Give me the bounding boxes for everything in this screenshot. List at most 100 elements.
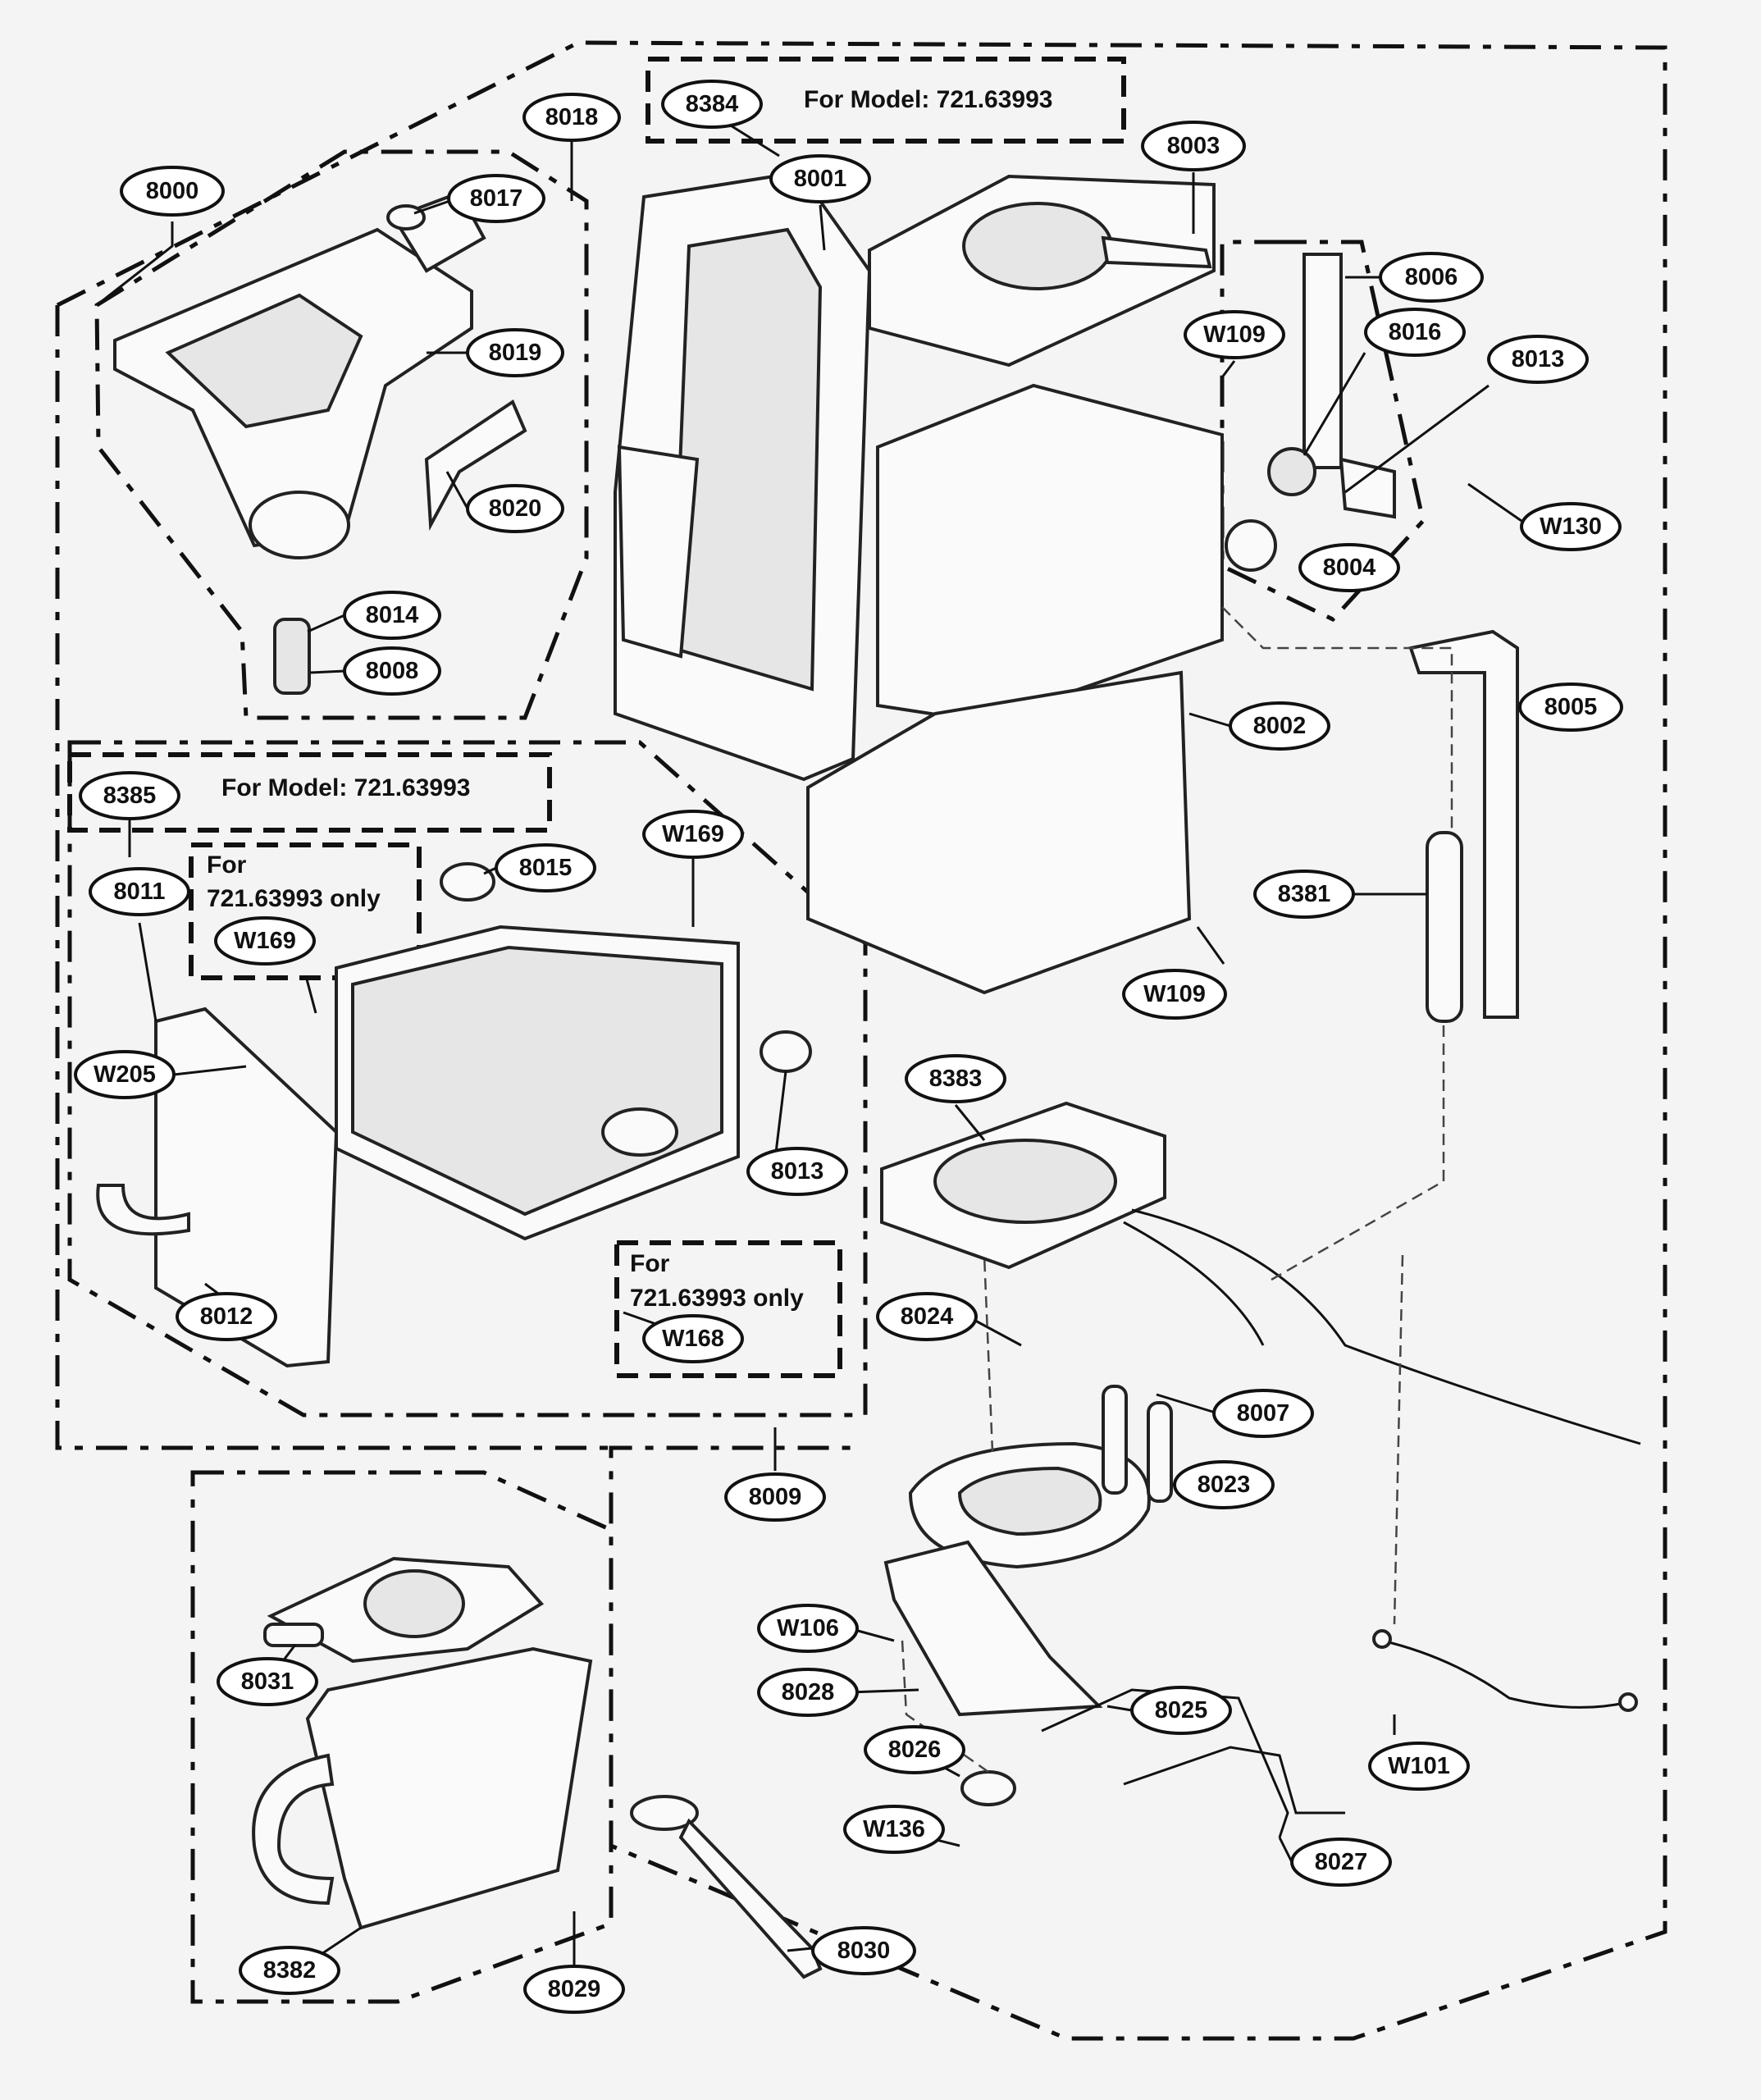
callout-8018: 8018 [522, 93, 621, 142]
svg-text:8382: 8382 [263, 1957, 317, 1984]
callout-8007: 8007 [1212, 1389, 1314, 1438]
svg-text:8019: 8019 [489, 340, 542, 366]
left-boundary [55, 305, 611, 1450]
callout-W205: W205 [74, 1050, 176, 1099]
callout-8002: 8002 [1229, 701, 1330, 751]
svg-text:8024: 8024 [901, 1303, 954, 1330]
svg-text:W130: W130 [1540, 514, 1602, 540]
model-note-box-left [67, 752, 552, 833]
svg-text:8016: 8016 [1389, 319, 1442, 345]
callout-8015: 8015 [495, 843, 596, 892]
svg-text:8013: 8013 [771, 1158, 824, 1185]
callout-8030: 8030 [811, 1926, 916, 1975]
svg-text:W169: W169 [662, 821, 724, 847]
callout-8000: 8000 [120, 166, 225, 217]
callout-8001: 8001 [769, 154, 871, 203]
callout-8008: 8008 [343, 646, 441, 696]
measuring-scoop-drawing [630, 1795, 823, 1979]
switch-bracket-drawing [1225, 253, 1396, 572]
callout-8005: 8005 [1518, 682, 1623, 732]
callout-8384: 8384 [661, 80, 763, 129]
callout-W101: W101 [1368, 1742, 1470, 1791]
callout-8009: 8009 [724, 1472, 826, 1522]
svg-text:8381: 8381 [1278, 881, 1331, 907]
carafe-drawing [252, 1646, 593, 1930]
svg-text:8008: 8008 [366, 658, 419, 684]
svg-text:W101: W101 [1388, 1753, 1450, 1779]
housing-side-panel-drawing [614, 170, 872, 782]
only-note-b-line2: 721.63993 only [630, 1285, 804, 1312]
svg-text:W169: W169 [234, 928, 296, 954]
carafe-boundary [190, 1470, 614, 2004]
heater-bracket-drawing [883, 1540, 1103, 1717]
callout-8025: 8025 [1130, 1686, 1232, 1735]
callout-W136: W136 [843, 1805, 945, 1854]
callout-8031: 8031 [217, 1657, 318, 1706]
svg-text:8025: 8025 [1155, 1697, 1208, 1723]
callout-8017: 8017 [447, 174, 545, 223]
svg-text:8023: 8023 [1198, 1472, 1251, 1498]
svg-text:8006: 8006 [1405, 264, 1458, 290]
svg-text:8007: 8007 [1237, 1400, 1290, 1427]
svg-text:8020: 8020 [489, 495, 542, 522]
only-note-b-line1: For [630, 1250, 670, 1277]
thermostat-drawing [960, 1770, 1016, 1806]
callout-8014: 8014 [343, 591, 441, 640]
svg-text:8026: 8026 [888, 1737, 942, 1763]
callout-8013-top: 8013 [1487, 335, 1589, 384]
svg-text:8003: 8003 [1167, 133, 1220, 159]
svg-text:8001: 8001 [794, 166, 847, 192]
housing-top-cover-drawing [868, 174, 1216, 368]
svg-text:8015: 8015 [519, 855, 573, 881]
reservoir-valve-drawing [760, 1030, 812, 1073]
callout-8019: 8019 [466, 328, 564, 377]
svg-text:8017: 8017 [470, 185, 523, 212]
svg-text:W109: W109 [1203, 322, 1266, 348]
filter-lever-drawing [424, 399, 527, 532]
heating-element-drawing [908, 1385, 1173, 1569]
callout-8020: 8020 [466, 484, 564, 533]
reservoir-boundary [67, 740, 868, 1418]
model-note-left: For Model: 721.63993 [221, 774, 470, 801]
callout-8028: 8028 [757, 1668, 859, 1717]
callout-bubbles: 8000 8018 8017 8019 8020 8014 8008 8384 … [74, 80, 1623, 2014]
warming-plate-drawing [880, 1101, 1166, 1270]
svg-text:8009: 8009 [749, 1484, 802, 1510]
svg-text:8012: 8012 [200, 1303, 253, 1330]
svg-text:8018: 8018 [545, 104, 599, 130]
callout-8006: 8006 [1379, 252, 1484, 303]
model-note-box-top [646, 57, 1126, 144]
callout-W106: W106 [757, 1604, 859, 1653]
svg-text:8028: 8028 [782, 1679, 835, 1705]
svg-text:8030: 8030 [837, 1938, 891, 1964]
svg-text:8027: 8027 [1315, 1849, 1368, 1875]
callout-8026: 8026 [864, 1725, 965, 1774]
callout-8381: 8381 [1253, 870, 1355, 919]
callout-8029: 8029 [523, 1965, 625, 2014]
callout-8382: 8382 [239, 1946, 340, 1995]
svg-text:8029: 8029 [548, 1976, 601, 2002]
only-note-box-b [614, 1240, 842, 1378]
carafe-lid-drawing [263, 1556, 545, 1664]
callout-8383: 8383 [905, 1054, 1006, 1103]
reservoir-front-panel-drawing [96, 1007, 339, 1368]
model-note-top: For Model: 721.63993 [804, 86, 1052, 113]
svg-text:8011: 8011 [114, 879, 166, 905]
leader-lines [96, 113, 1522, 1989]
only-note-a-line2: 721.63993 only [207, 885, 381, 912]
only-note-a-line1: For [207, 851, 247, 879]
callout-8013-reservoir: 8013 [746, 1147, 848, 1196]
svg-text:8004: 8004 [1323, 555, 1376, 581]
callout-W169-right: W169 [642, 810, 744, 859]
outlet-tube-drawing [1408, 629, 1519, 1019]
wire-harness-drawing-2 [1123, 1221, 1265, 1346]
main-housing-body-drawing [806, 383, 1224, 995]
inlet-tube-drawing [1426, 831, 1463, 1023]
svg-text:8005: 8005 [1544, 694, 1598, 720]
drip-stop-valve-drawing [386, 204, 426, 231]
svg-text:8385: 8385 [103, 783, 157, 809]
callout-8385: 8385 [79, 771, 180, 820]
reservoir-grommet-drawing [440, 862, 495, 902]
callout-W168: W168 [642, 1314, 744, 1363]
